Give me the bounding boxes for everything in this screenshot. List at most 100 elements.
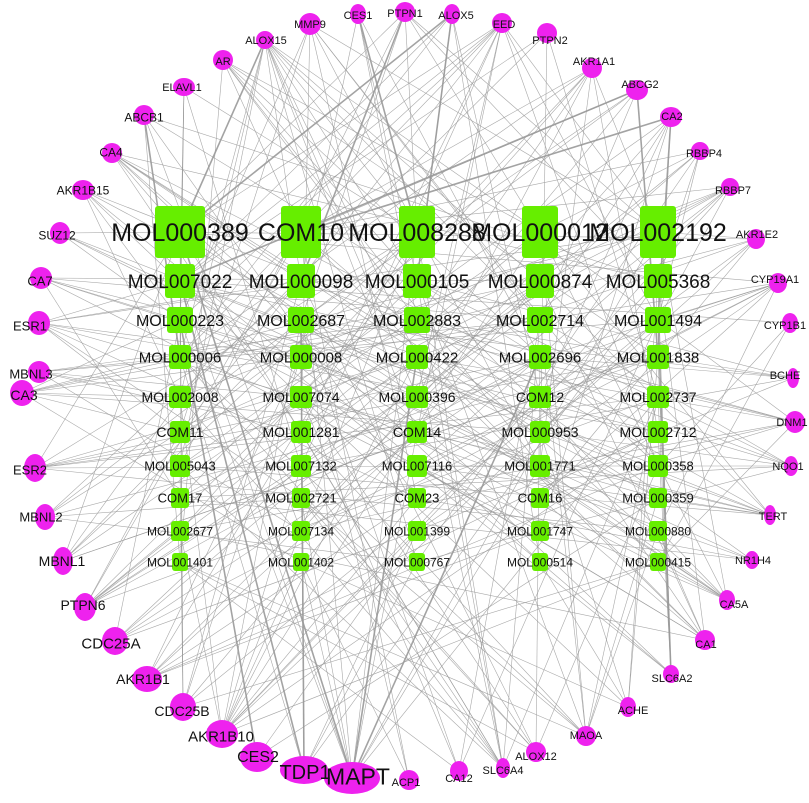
edge bbox=[21, 319, 181, 394]
edge bbox=[357, 13, 418, 233]
compound-label-mol002714: MOL002714 bbox=[496, 313, 584, 330]
target-label-rbbp4: RBBP4 bbox=[686, 148, 722, 160]
edge bbox=[539, 431, 792, 467]
edge bbox=[40, 277, 659, 433]
edge bbox=[221, 431, 659, 735]
compound-node-mol007132 bbox=[291, 455, 311, 477]
compound-label-mol002687: MOL002687 bbox=[257, 313, 345, 330]
target-label-ca2: CA2 bbox=[661, 111, 682, 123]
target-label-ache: ACHE bbox=[618, 705, 649, 717]
compound-node-mol000396 bbox=[406, 386, 428, 408]
target-label-ca3: CA3 bbox=[10, 387, 37, 403]
edge bbox=[539, 280, 706, 641]
compound-label-mol008288: MOL008288 bbox=[348, 219, 486, 247]
edge bbox=[416, 186, 731, 467]
compound-label-com11: COM11 bbox=[156, 424, 203, 440]
compound-node-mol000098 bbox=[287, 264, 315, 298]
edge bbox=[222, 59, 541, 467]
target-node-ca4 bbox=[102, 143, 122, 163]
compound-node-mol001399 bbox=[408, 521, 426, 541]
edge bbox=[300, 497, 537, 753]
compound-node-mol002714 bbox=[527, 307, 553, 333]
target-label-abcg2: ABCG2 bbox=[621, 79, 658, 91]
target-label-ptpn2: PTPN2 bbox=[532, 35, 567, 47]
edge bbox=[300, 89, 638, 321]
target-node-nqo1 bbox=[784, 456, 798, 476]
compound-node-mol000358 bbox=[648, 455, 668, 477]
target-label-bche: BCHE bbox=[770, 370, 801, 382]
edge bbox=[179, 561, 537, 753]
compound-label-mol002737: MOL002737 bbox=[619, 389, 696, 405]
edge bbox=[38, 322, 418, 499]
compound-label-mol000359: MOL000359 bbox=[622, 491, 694, 506]
compound-label-mol007134: MOL007134 bbox=[268, 524, 334, 538]
edge bbox=[179, 59, 224, 563]
target-label-dnm1: DNM1 bbox=[776, 417, 807, 429]
edge bbox=[309, 23, 541, 321]
edge bbox=[416, 282, 779, 532]
edge bbox=[179, 561, 587, 737]
compound-node-mol001281 bbox=[291, 421, 311, 443]
compound-node-mol002008 bbox=[169, 386, 191, 408]
target-label-elavl1: ELAVL1 bbox=[162, 82, 202, 94]
edge bbox=[146, 356, 302, 680]
edge bbox=[416, 67, 593, 398]
edge bbox=[300, 238, 757, 358]
compound-label-mol002883: MOL002883 bbox=[373, 313, 461, 330]
compound-label-mol000012: MOL000012 bbox=[471, 219, 609, 247]
edge bbox=[182, 356, 302, 708]
edge bbox=[351, 356, 541, 779]
edge bbox=[300, 561, 629, 708]
edge bbox=[38, 322, 659, 433]
edge bbox=[657, 282, 779, 532]
edge bbox=[179, 530, 706, 641]
edge bbox=[300, 561, 410, 781]
target-node-akr1a1 bbox=[582, 58, 602, 78]
target-node-layer bbox=[10, 2, 805, 794]
target-node-alox15 bbox=[256, 31, 274, 49]
compound-label-mol000880: MOL000880 bbox=[625, 524, 691, 538]
target-node-ces1 bbox=[350, 4, 366, 24]
target-label-ar: AR bbox=[215, 56, 230, 68]
edge bbox=[179, 396, 504, 769]
edge bbox=[585, 530, 659, 737]
edge bbox=[34, 467, 659, 532]
edge bbox=[34, 231, 181, 469]
edge bbox=[34, 356, 418, 469]
target-node-ca12 bbox=[450, 761, 468, 781]
target-label-abcb1: ABCB1 bbox=[124, 110, 164, 124]
compound-node-mol000359 bbox=[649, 488, 667, 508]
edge bbox=[179, 11, 406, 233]
edge bbox=[300, 431, 504, 769]
edge bbox=[114, 356, 659, 642]
target-node-eed bbox=[492, 13, 512, 33]
edge bbox=[416, 377, 794, 532]
compound-node-com10 bbox=[281, 206, 321, 258]
compound-node-mol002677 bbox=[171, 521, 189, 541]
compound-label-mol001747: MOL001747 bbox=[507, 524, 573, 538]
target-label-mbnl3: MBNL3 bbox=[9, 367, 52, 382]
edge bbox=[179, 280, 305, 771]
edge bbox=[179, 22, 503, 358]
edge bbox=[539, 89, 638, 321]
edge bbox=[143, 114, 302, 532]
edge bbox=[657, 421, 796, 563]
compound-node-mol002696 bbox=[529, 345, 551, 369]
target-label-ca1: CA1 bbox=[695, 639, 716, 651]
edge bbox=[146, 431, 659, 680]
target-label-mapt: MAPT bbox=[326, 763, 390, 789]
target-label-suz12: SUZ12 bbox=[38, 228, 76, 242]
compound-node-mol002687 bbox=[288, 307, 314, 333]
edge bbox=[179, 465, 504, 769]
edge bbox=[21, 392, 302, 563]
compound-node-mol001747 bbox=[531, 521, 549, 541]
edge bbox=[38, 322, 659, 499]
target-label-acp1: ACP1 bbox=[392, 777, 421, 789]
edge bbox=[84, 231, 541, 608]
target-node-mapt bbox=[324, 762, 380, 794]
compound-node-mol002737 bbox=[647, 386, 669, 408]
edge bbox=[222, 59, 418, 282]
edge bbox=[300, 11, 406, 321]
edge bbox=[38, 371, 181, 398]
